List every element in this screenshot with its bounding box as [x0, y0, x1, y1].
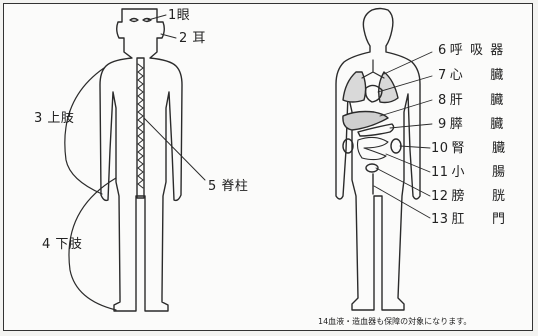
- label-upper-limb: 3 上肢: [34, 112, 74, 125]
- leader-6: [384, 52, 432, 74]
- label-eye-name: 眼: [177, 8, 191, 23]
- organ-13-name: 肛門: [452, 213, 506, 226]
- label-spine-num: 5: [208, 179, 217, 194]
- left-body-outline: [100, 9, 182, 311]
- organ-13-num: 13: [431, 212, 449, 227]
- label-lower-limb: 4 下肢: [42, 238, 82, 251]
- organ-8-num: 8: [438, 93, 447, 108]
- label-lower-limb-num: 4: [42, 237, 51, 252]
- organ-9-name: 膵臓: [450, 118, 504, 131]
- small-intestine-shape: [358, 137, 389, 159]
- organ-12-num: 12: [431, 189, 449, 204]
- lung-left: [343, 72, 366, 102]
- spine-zigzag: [138, 64, 143, 188]
- upper-limb-bracket: [65, 68, 104, 194]
- organ-11-num: 11: [431, 165, 449, 180]
- label-spine: 5 脊柱: [208, 180, 248, 193]
- label-eye-num: 1: [168, 8, 177, 23]
- organ-7-num: 7: [438, 68, 447, 83]
- organ-9-num: 9: [438, 117, 447, 132]
- organ-8-name: 肝臓: [450, 94, 504, 107]
- footnote: 14血液・造血器も保障の対象になります。: [318, 318, 471, 326]
- leader-9: [390, 124, 432, 128]
- kidney-right: [391, 139, 401, 153]
- label-eye: 1眼: [168, 9, 190, 22]
- liver-shape: [343, 112, 388, 131]
- label-spine-name: 脊柱: [221, 179, 248, 194]
- organ-12-name: 膀胱: [452, 190, 506, 203]
- spine-leader: [144, 118, 205, 180]
- left-body-figure: [65, 9, 205, 311]
- label-ear: 2 耳: [179, 32, 206, 45]
- trachea: [362, 60, 384, 78]
- organ-6-num: 6: [438, 43, 447, 58]
- eye-left-shape: [130, 19, 138, 22]
- right-body-figure: [336, 9, 432, 311]
- organ-10-num: 10: [431, 141, 449, 156]
- label-lower-limb-name: 下肢: [55, 237, 82, 252]
- label-upper-limb-num: 3: [34, 111, 43, 126]
- label-ear-name: 耳: [192, 31, 206, 46]
- organ-10-name: 腎臓: [452, 142, 506, 155]
- organ-11-name: 小腸: [452, 166, 506, 179]
- leader-11: [386, 154, 430, 172]
- label-upper-limb-name: 上肢: [47, 111, 74, 126]
- organ-7-name: 心臓: [450, 69, 504, 82]
- organ-6-name: 呼吸器: [450, 44, 504, 57]
- label-ear-num: 2: [179, 31, 188, 46]
